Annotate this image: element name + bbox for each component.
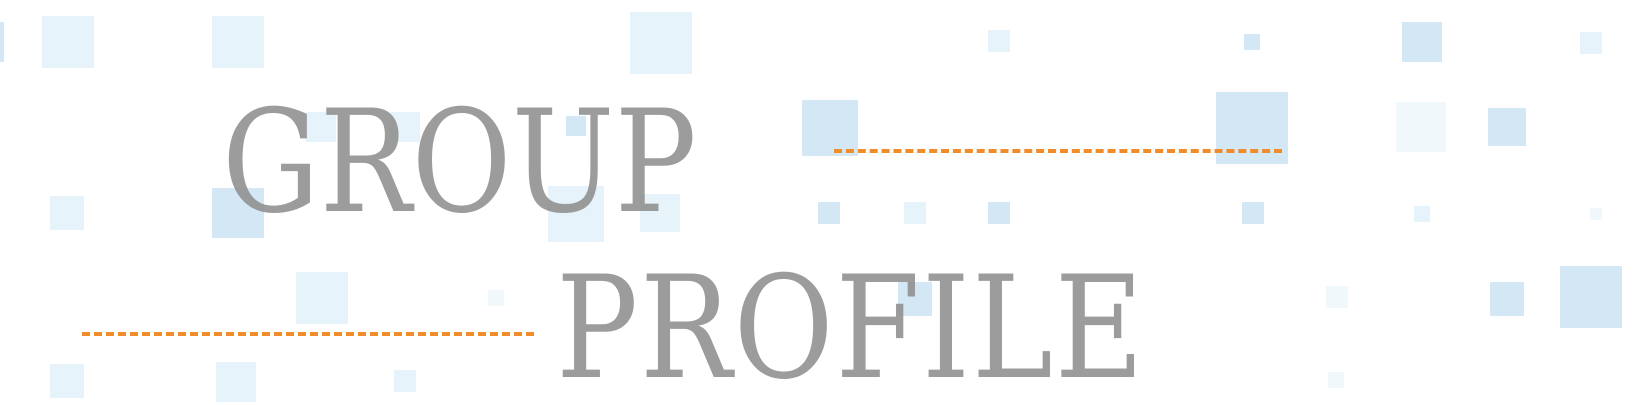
decorative-square [0, 22, 4, 62]
decorative-square [1328, 372, 1344, 388]
decorative-square [212, 188, 264, 238]
decorative-square [566, 116, 586, 136]
decorative-square [1490, 282, 1524, 316]
decorative-square [1244, 34, 1260, 50]
decorative-square [50, 364, 84, 398]
decorative-square [1402, 22, 1442, 62]
decorative-square [1242, 202, 1264, 224]
decorative-square [390, 112, 420, 142]
decorative-square [640, 194, 680, 232]
decorative-square [1326, 286, 1348, 308]
decorative-square [898, 282, 932, 316]
accent-rule-top [834, 149, 1282, 153]
decorative-square [306, 112, 336, 142]
decorative-square [802, 100, 858, 156]
decorative-square [1560, 266, 1622, 328]
decorative-square [1590, 208, 1602, 220]
decorative-square [212, 16, 264, 68]
decorative-square [394, 370, 416, 392]
title-line-profile: PROFILE [556, 246, 1146, 405]
decorative-square [904, 202, 926, 224]
decorative-square [488, 290, 504, 306]
decorative-square [50, 196, 84, 230]
decorative-square [548, 186, 604, 242]
decorative-square [42, 16, 94, 68]
decorative-square [1580, 32, 1602, 54]
decorative-square [1414, 206, 1430, 222]
decorative-square [818, 202, 840, 224]
decorative-square [630, 12, 692, 74]
decorative-square [216, 362, 256, 402]
decorative-square [296, 272, 348, 324]
decorative-square [1216, 92, 1288, 164]
decorative-square [1396, 102, 1446, 152]
decorative-square [1488, 108, 1526, 146]
accent-rule-bottom [82, 332, 534, 336]
title-line-group: GROUP [222, 80, 697, 245]
decorative-square [988, 30, 1010, 52]
decorative-square [988, 202, 1010, 224]
